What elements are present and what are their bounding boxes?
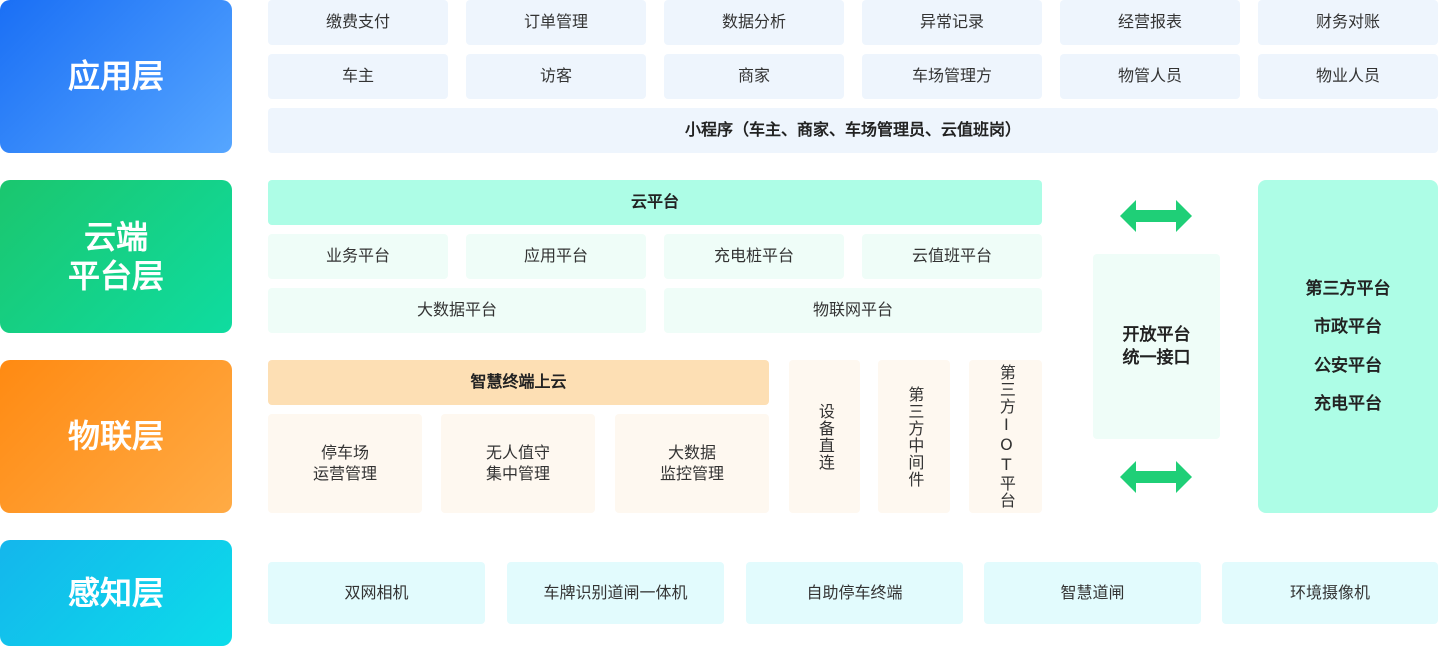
double-arrow-icon [1120, 461, 1192, 493]
app-user: 物业人员 [1258, 54, 1438, 99]
sensing-device: 智慧道闸 [984, 562, 1201, 624]
cloud-platform-item: 物联网平台 [664, 288, 1042, 333]
cloud-platform-item: 应用平台 [466, 234, 646, 279]
third-party-middleware: 第三方中间件 [878, 360, 950, 513]
charging-platform-label: 充电平台 [1314, 393, 1382, 414]
third-party-platform-label: 第三方平台 [1305, 279, 1391, 300]
sensing-device: 车牌识别道闸一体机 [507, 562, 724, 624]
device-direct-connect: 设备直连 [789, 360, 860, 513]
app-function: 经营报表 [1060, 0, 1240, 45]
iot-management-box: 无人值守 集中管理 [441, 414, 595, 513]
app-function: 数据分析 [664, 0, 844, 45]
app-user: 车主 [268, 54, 448, 99]
app-user: 访客 [466, 54, 646, 99]
app-function: 订单管理 [466, 0, 646, 45]
iot-management-box: 大数据 监控管理 [615, 414, 769, 513]
layer-cloud: 云端 平台层 [0, 180, 232, 333]
layer-sense: 感知层 [0, 540, 232, 646]
app-function: 缴费支付 [268, 0, 448, 45]
app-function: 财务对账 [1258, 0, 1438, 45]
layer-iot: 物联层 [0, 360, 232, 513]
cloud-platform-item: 大数据平台 [268, 288, 646, 333]
smart-terminal-header: 智慧终端上云 [268, 360, 769, 405]
app-function: 异常记录 [862, 0, 1042, 45]
cloud-platform-item: 业务平台 [268, 234, 448, 279]
app-user: 商家 [664, 54, 844, 99]
sensing-device: 双网相机 [268, 562, 485, 624]
iot-management-box: 停车场 运营管理 [268, 414, 422, 513]
app-user: 物管人员 [1060, 54, 1240, 99]
app-user: 车场管理方 [862, 54, 1042, 99]
mini-program-bar: 小程序（车主、商家、车场管理员、云值班岗） [268, 108, 1438, 153]
open-platform-unified-interface: 开放平台 统一接口 [1093, 254, 1220, 439]
third-party-platforms-panel: 第三方平台 市政平台 公安平台 充电平台 [1258, 180, 1438, 513]
sensing-device: 环境摄像机 [1222, 562, 1438, 624]
third-party-iot-platform: 第三方IOT平台 [969, 360, 1042, 513]
sensing-device: 自助停车终端 [746, 562, 963, 624]
double-arrow-icon [1120, 200, 1192, 232]
public-security-platform-label: 公安平台 [1314, 355, 1382, 376]
cloud-platform-item: 充电桩平台 [664, 234, 844, 279]
layer-app: 应用层 [0, 0, 232, 153]
cloud-platform-header: 云平台 [268, 180, 1042, 225]
cloud-platform-item: 云值班平台 [862, 234, 1042, 279]
municipal-platform-label: 市政平台 [1314, 317, 1382, 338]
